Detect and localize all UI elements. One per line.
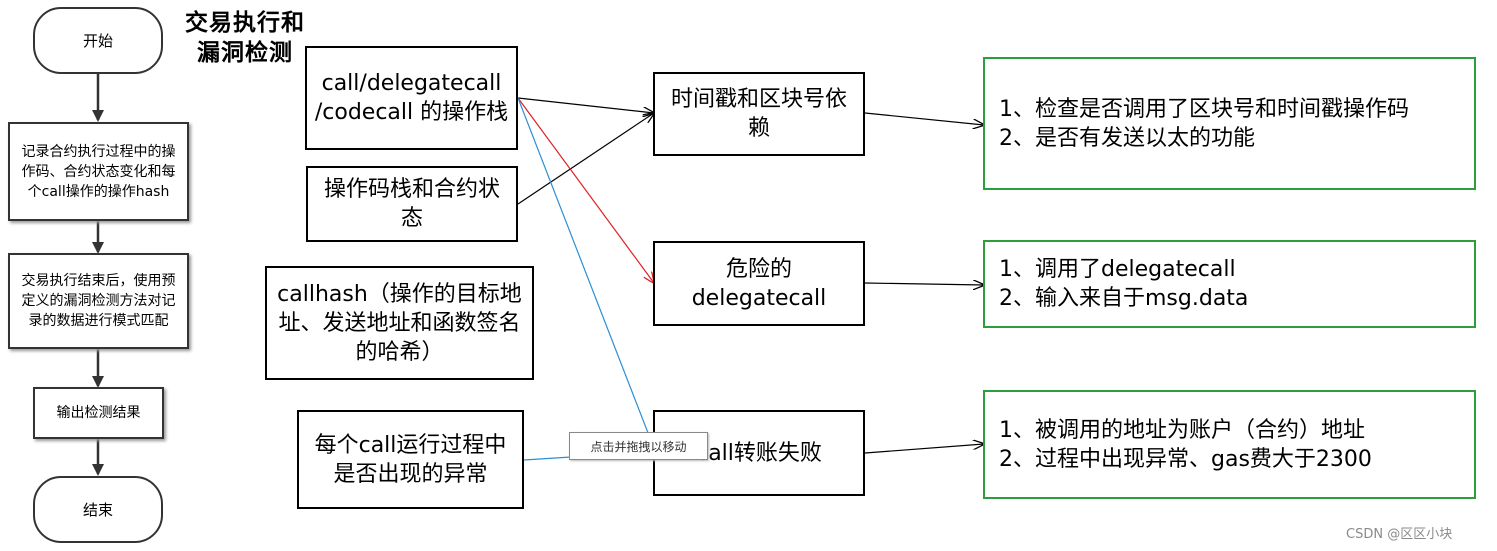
watermark: CSDN @区区小块 bbox=[1346, 527, 1453, 542]
cond-timestamp-1: 1、检查是否调用了区块号和时间戳操作码 bbox=[999, 96, 1409, 122]
input-call-exception: 每个call运行过程中是否出现的异常 bbox=[297, 410, 524, 509]
arrow-callfail-to-cond bbox=[864, 444, 984, 454]
flow-end: 结束 bbox=[33, 476, 163, 543]
arrow-stack-to-timestamp bbox=[517, 97, 654, 113]
cond-delegatecall-2: 2、输入来自于msg.data bbox=[999, 286, 1249, 311]
cond-delegatecall-1: 1、调用了delegatecall bbox=[999, 257, 1236, 282]
arrow-delegatecall-to-cond bbox=[864, 283, 984, 285]
drag-tooltip[interactable]: 点击并拖拽以移动 bbox=[569, 432, 708, 460]
cond-delegatecall: 1、调用了delegatecall 2、输入来自于msg.data bbox=[983, 240, 1476, 328]
diagram-title-line2: 漏洞检测 bbox=[197, 40, 293, 66]
cond-call-fail-2: 2、过程中出现异常、gas费大于2300 bbox=[999, 446, 1372, 472]
cond-timestamp: 1、检查是否调用了区块号和时间戳操作码 2、是否有发送以太的功能 bbox=[983, 57, 1476, 190]
flow-step-output: 输出检测结果 bbox=[33, 387, 164, 439]
arrow-stack-to-callfail bbox=[517, 97, 651, 439]
arrow-opcode-to-timestamp bbox=[517, 113, 654, 205]
input-call-stack: call/delegatecall /codecall 的操作栈 bbox=[305, 46, 518, 150]
diagram-title: 交易执行和 漏洞检测 bbox=[172, 8, 318, 68]
vuln-timestamp: 时间戳和区块号依赖 bbox=[653, 72, 865, 156]
cond-call-fail-1: 1、被调用的地址为账户（合约）地址 bbox=[999, 417, 1365, 443]
arrow-stack-to-delegatecall bbox=[517, 97, 654, 283]
flow-step-record: 记录合约执行过程中的操作码、合约状态变化和每个call操作的操作hash bbox=[8, 122, 189, 221]
cond-timestamp-2: 2、是否有发送以太的功能 bbox=[999, 125, 1255, 151]
arrow-timestamp-to-cond bbox=[864, 112, 984, 125]
flow-start: 开始 bbox=[33, 7, 163, 74]
input-opcode-state: 操作码栈和合约状态 bbox=[306, 166, 518, 242]
diagram-title-line1: 交易执行和 bbox=[185, 10, 305, 36]
vuln-delegatecall: 危险的delegatecall bbox=[653, 241, 865, 326]
input-callhash: callhash（操作的目标地址、发送地址和函数签名的哈希） bbox=[265, 266, 534, 380]
cond-call-fail: 1、被调用的地址为账户（合约）地址 2、过程中出现异常、gas费大于2300 bbox=[983, 390, 1476, 499]
flow-step-match: 交易执行结束后，使用预定义的漏洞检测方法对记录的数据进行模式匹配 bbox=[8, 253, 189, 349]
